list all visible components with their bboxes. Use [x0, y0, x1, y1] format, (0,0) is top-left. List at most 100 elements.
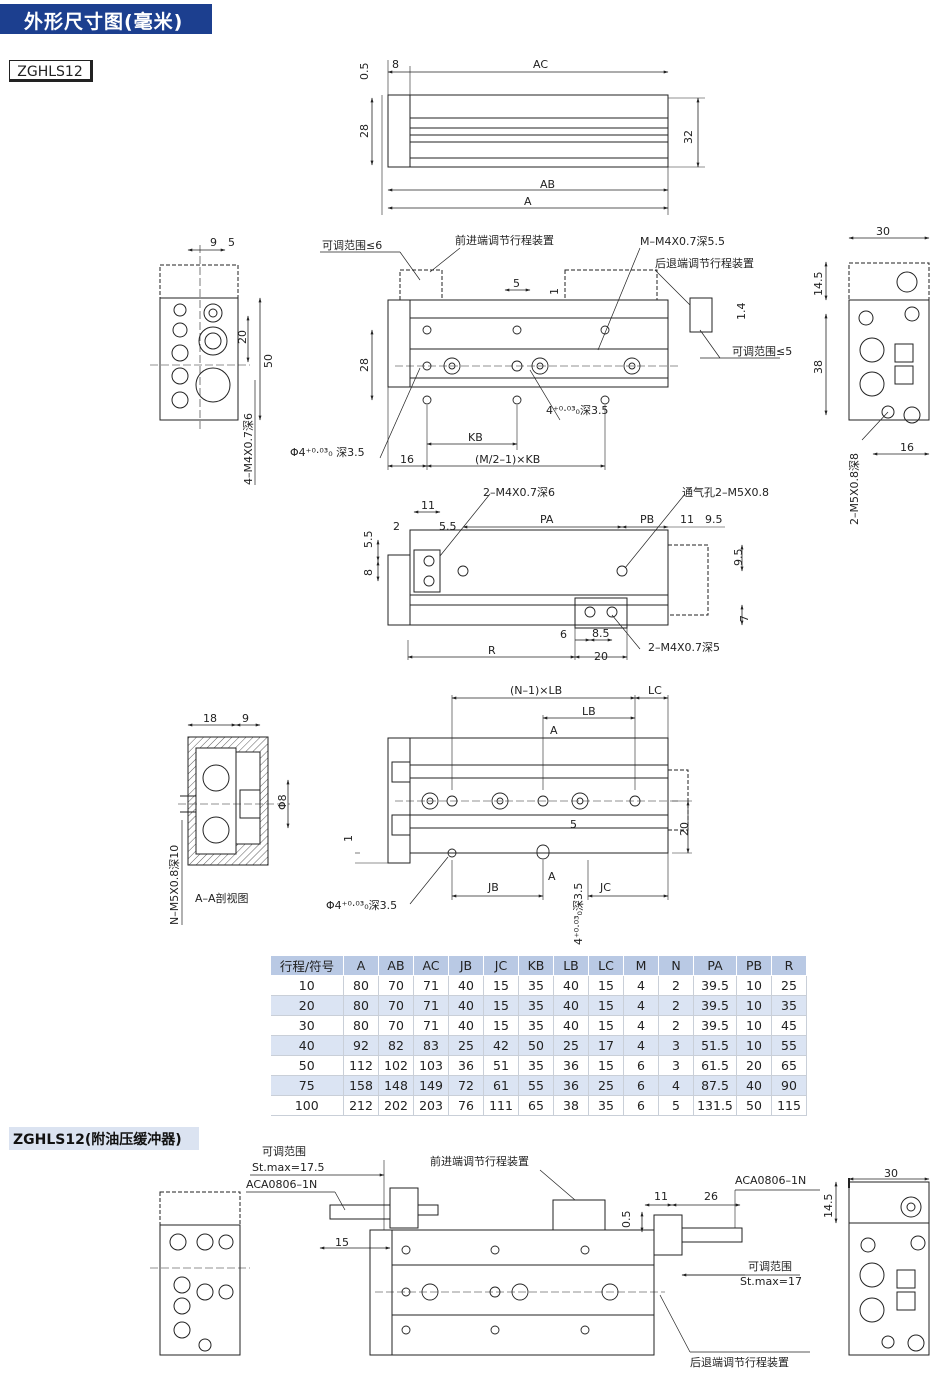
table-cell: 25: [771, 975, 807, 996]
table-cell: 40: [448, 975, 484, 996]
table-cell: 4: [623, 995, 659, 1016]
variant-title: ZGHLS12(附油压缓冲器): [13, 1132, 182, 1148]
side-dim-lc: LC: [648, 684, 662, 697]
table-cell: 80: [343, 975, 379, 996]
variant-front-view: [246, 1160, 820, 1356]
bottom-dim-pb: PB: [640, 513, 654, 526]
table-cell: 100: [270, 1095, 344, 1116]
table-cell: 202: [378, 1095, 414, 1116]
right-thread: 2–M5X0.8深8: [848, 453, 861, 525]
table-cell: 148: [378, 1075, 414, 1096]
table-cell: 2: [658, 995, 694, 1016]
variant-dim-15: 15: [335, 1236, 349, 1249]
table-cell: 40: [448, 995, 484, 1016]
table-cell: 10: [736, 995, 772, 1016]
section-label: A–A剖视图: [195, 891, 249, 905]
bottom-dim-r: R: [488, 644, 496, 657]
variant-dim-30: 30: [884, 1167, 898, 1180]
table-cell: 203: [413, 1095, 449, 1116]
section-banner: 外形尺寸图(毫米): [0, 4, 212, 34]
table-cell: 90: [771, 1075, 807, 1096]
side-phi-spec: Φ4⁺⁰·⁰³₀深3.5: [326, 899, 397, 912]
table-cell: 40: [553, 1015, 589, 1036]
side-hole-spec: 4⁺⁰·⁰³₀深3.5: [572, 883, 585, 945]
side-dim-nlb: (N–1)×LB: [510, 684, 562, 697]
variant-left-view: [150, 1191, 250, 1356]
table-cell: 4: [658, 1075, 694, 1096]
col-header: JC: [483, 955, 519, 976]
table-cell: 149: [413, 1075, 449, 1096]
table-cell: 40: [553, 975, 589, 996]
front-device-label: 前进端调节行程装置: [455, 233, 554, 247]
front-phi-spec: Φ4⁺⁰·⁰³₀ 深3.5: [290, 446, 365, 459]
dim-05: 0.5: [358, 63, 371, 81]
variant-banner: ZGHLS12(附油压缓冲器): [9, 1127, 199, 1150]
left-dim-9: 9: [210, 236, 217, 249]
table-cell: 20: [736, 1055, 772, 1076]
col-header: KB: [518, 955, 554, 976]
table-cell: 83: [413, 1035, 449, 1056]
col-header: A: [343, 955, 379, 976]
front-dim-5: 5: [513, 277, 520, 290]
right-end-view: [824, 236, 930, 456]
bottom-thread-b: 2–M4X0.7深5: [648, 641, 720, 654]
variant-stmax-b: St.max=17: [740, 1275, 802, 1288]
bottom-dim-7: 7: [738, 615, 751, 622]
front-dim-14: 1.4: [735, 303, 748, 321]
section-title: 外形尺寸图(毫米): [24, 11, 184, 33]
table-cell: 65: [518, 1095, 554, 1116]
table-cell: 50: [518, 1035, 554, 1056]
dim-32: 32: [682, 130, 695, 144]
table-cell: 71: [413, 975, 449, 996]
table-cell: 2: [658, 1015, 694, 1036]
table-cell: 35: [771, 995, 807, 1016]
table-cell: 70: [378, 1015, 414, 1036]
side-dim-1: 1: [342, 835, 355, 842]
bottom-dim-85: 8.5: [592, 627, 610, 640]
table-cell: 4: [623, 1035, 659, 1056]
bottom-dim-pa: PA: [540, 513, 554, 526]
table-cell: 70: [378, 975, 414, 996]
front-dim-28: 28: [358, 358, 371, 372]
bottom-dim-8: 8: [362, 569, 375, 576]
table-cell: 40: [736, 1075, 772, 1096]
spec-table: 行程/符号 A AB AC JB JC KB LB LC M N PA PB R…: [270, 955, 807, 1116]
left-dim-5: 5: [228, 236, 235, 249]
table-cell: 15: [483, 995, 519, 1016]
table-cell: 72: [448, 1075, 484, 1096]
variant-adj-label-b: 可调范围: [748, 1259, 792, 1273]
front-view: [320, 247, 780, 470]
table-cell: 51: [483, 1055, 519, 1076]
table-cell: 15: [483, 975, 519, 996]
table-cell: 40: [553, 995, 589, 1016]
section-view: [178, 723, 290, 925]
table-cell: 25: [588, 1075, 624, 1096]
side-dim-jb: JB: [487, 881, 499, 894]
side-dim-jc: JC: [599, 881, 611, 894]
table-cell: 115: [771, 1095, 807, 1116]
table-cell: 2: [658, 975, 694, 996]
side-dim-lb: LB: [582, 705, 596, 718]
variant-dim-11: 11: [654, 1190, 668, 1203]
bottom-dim-55: 5.5: [439, 520, 457, 533]
section-dim-18: 18: [203, 712, 217, 725]
table-cell: 87.5: [693, 1075, 737, 1096]
table-cell: 36: [553, 1075, 589, 1096]
bottom-air-port: 通气孔2–M5X0.8: [682, 485, 769, 499]
table-header-row: 行程/符号 A AB AC JB JC KB LB LC M N PA PB R: [270, 955, 807, 976]
table-cell: 4: [623, 1015, 659, 1036]
table-cell: 212: [343, 1095, 379, 1116]
table-cell: 15: [588, 975, 624, 996]
table-cell: 38: [553, 1095, 589, 1116]
table-cell: 61.5: [693, 1055, 737, 1076]
table-cell: 40: [270, 1035, 344, 1056]
table-cell: 103: [413, 1055, 449, 1076]
table-cell: 10: [736, 975, 772, 996]
col-header: LB: [553, 955, 589, 976]
bottom-dim-2: 2: [393, 520, 400, 533]
